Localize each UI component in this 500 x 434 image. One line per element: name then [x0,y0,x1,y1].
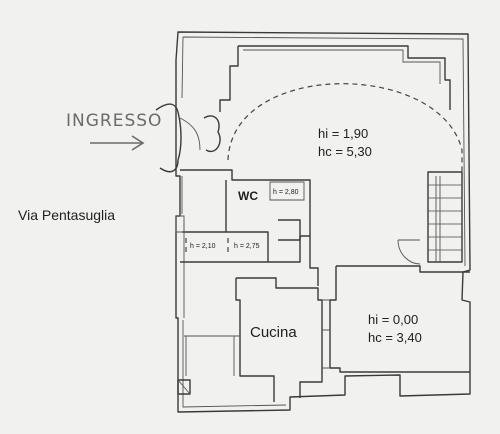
entrance-label: INGRESSO [66,111,162,131]
kitchen-walls [177,236,323,402]
vault-arc [227,83,463,172]
main-hall-hc: hc = 5,30 [318,144,372,159]
closet-right-height: h = 2,75 [234,243,260,250]
closet-left-height: h = 2,10 [190,243,216,250]
right-room-walls [322,265,470,373]
main-hall-hi: hi = 1,90 [318,126,368,141]
service-block [175,169,311,263]
arrow-right-icon [90,135,145,151]
outer-wall [175,31,471,413]
wc-height: h = 2,80 [273,189,299,196]
street-label: Via Pentasuglia [18,207,115,223]
kitchen-label: Cucina [250,324,297,341]
right-room-hc: hc = 3,40 [368,330,422,345]
stair [427,171,463,263]
right-room-hi: hi = 0,00 [368,312,418,327]
top-interior-walls [219,45,451,112]
wc-label: WC [238,189,258,203]
door-arc [397,239,421,265]
entrance-door [155,103,221,173]
